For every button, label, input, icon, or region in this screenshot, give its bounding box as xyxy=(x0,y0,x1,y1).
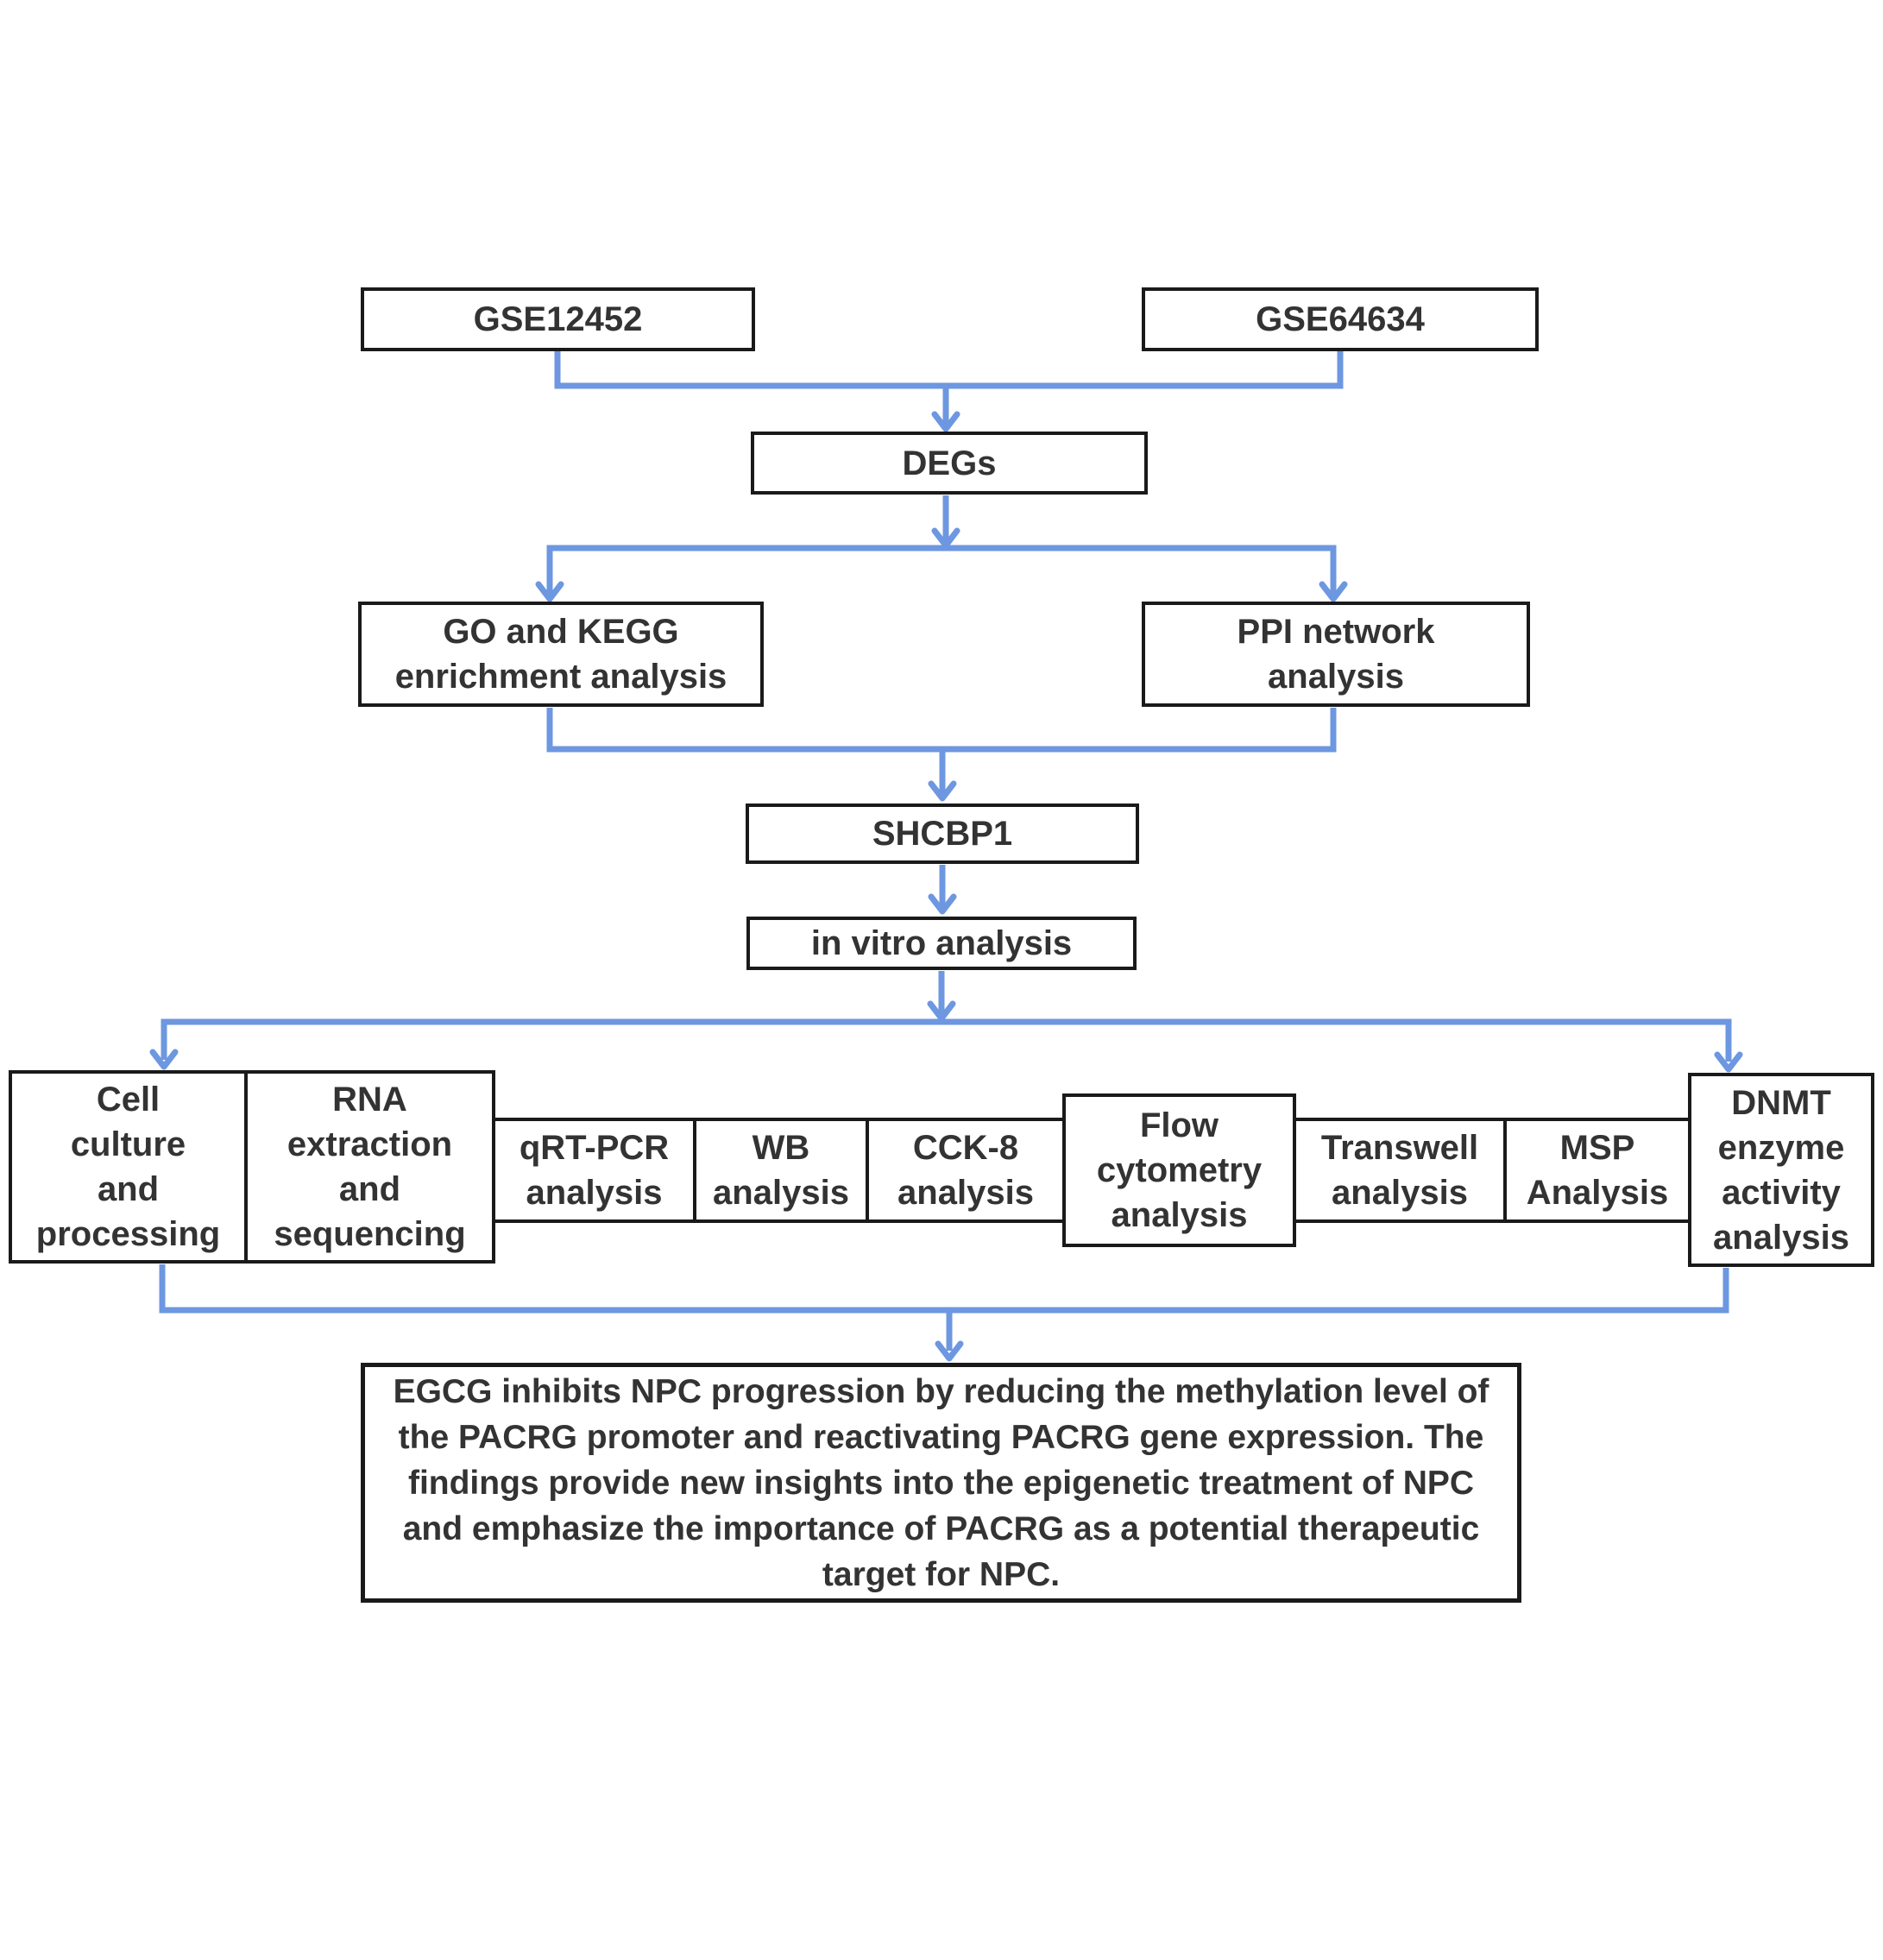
arrowhead-down-icon xyxy=(931,411,960,432)
arrowhead-down-icon xyxy=(149,1049,179,1070)
arrowhead-down-icon xyxy=(1714,1051,1743,1073)
connector-row-merge-to-conclusion xyxy=(159,1264,1729,1362)
node-in-vitro: in vitro analysis xyxy=(746,917,1137,970)
connector-merge-to-shcbp1 xyxy=(546,708,1337,802)
node-transwell: Transwell analysis xyxy=(1293,1118,1507,1223)
node-shcbp1: SHCBP1 xyxy=(746,804,1139,864)
arrowhead-down-icon xyxy=(927,1000,956,1022)
arrowhead-down-icon xyxy=(928,893,957,915)
arrowhead-down-icon xyxy=(1319,581,1348,602)
node-ppi-network: PPI network analysis xyxy=(1142,602,1530,707)
connector-invitro-split xyxy=(149,971,1743,1073)
connector-gse-to-degs xyxy=(554,351,1344,432)
node-conclusion: EGCG inhibits NPC progression by reducin… xyxy=(361,1363,1521,1603)
node-msp: MSP Analysis xyxy=(1503,1118,1691,1223)
arrowhead-down-icon xyxy=(935,1340,964,1362)
node-gse64634: GSE64634 xyxy=(1142,287,1539,351)
connector-shcbp1-to-invitro xyxy=(928,865,957,915)
node-cck8: CCK-8 analysis xyxy=(866,1118,1066,1223)
node-go-kegg: GO and KEGG enrichment analysis xyxy=(358,602,764,707)
node-dnmt: DNMT enzyme activity analysis xyxy=(1688,1073,1874,1267)
node-cell-culture: Cell culture and processing xyxy=(9,1070,248,1264)
node-degs: DEGs xyxy=(751,432,1148,495)
node-wb: WB analysis xyxy=(693,1118,869,1223)
node-gse12452: GSE12452 xyxy=(361,287,755,351)
node-rna-extraction: RNA extraction and sequencing xyxy=(244,1070,495,1264)
arrowhead-down-icon xyxy=(535,581,564,602)
node-flow-cytometry: Flow cytometry analysis xyxy=(1062,1093,1296,1247)
connector-degs-split xyxy=(535,495,1348,602)
arrowhead-down-icon xyxy=(928,780,957,802)
node-qrt-pcr: qRT-PCR analysis xyxy=(492,1118,696,1223)
